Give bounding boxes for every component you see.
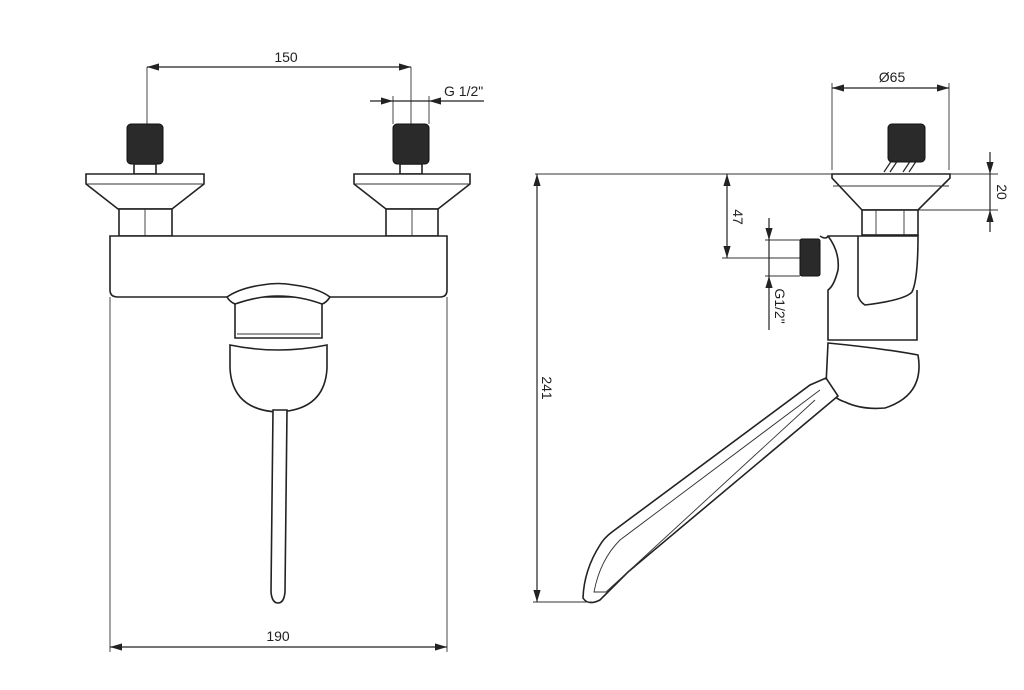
- dimension-47: 47: [722, 174, 800, 259]
- dimension-150: 150: [146, 49, 412, 124]
- dimension-label: 190: [266, 628, 290, 644]
- side-body: [819, 235, 919, 341]
- dimension-label: G 1/2": [444, 83, 483, 99]
- dimension-label: G1/2": [772, 288, 788, 323]
- dimension-label: Ø65: [879, 69, 906, 85]
- outlet-thread: [799, 238, 821, 277]
- side-view: Ø65 20 47: [533, 69, 1010, 604]
- dimension-190: 190: [109, 297, 448, 652]
- front-view: 150 G 1/2": [85, 49, 484, 652]
- dimension-label: 47: [730, 209, 746, 225]
- dimension-outlet-thread: G1/2": [765, 218, 800, 330]
- spout: [582, 376, 840, 604]
- side-inlet: [831, 123, 951, 236]
- lever: [270, 409, 288, 604]
- dimension-label: 20: [994, 184, 1010, 200]
- left-inlet: [85, 123, 205, 237]
- handle-dome: [229, 344, 328, 413]
- dimension-diameter-65: Ø65: [831, 69, 950, 170]
- right-inlet: [353, 123, 471, 237]
- dimension-20: 20: [986, 152, 1010, 232]
- side-handle: [825, 342, 920, 410]
- dimension-241: 241: [533, 174, 592, 603]
- dimension-label: 150: [274, 49, 298, 65]
- handle-cap: [225, 282, 332, 305]
- dimension-inlet-thread: G 1/2": [370, 83, 484, 124]
- lower-body: [234, 303, 323, 339]
- dimension-label: 241: [539, 376, 555, 400]
- mixer-body: [109, 235, 448, 298]
